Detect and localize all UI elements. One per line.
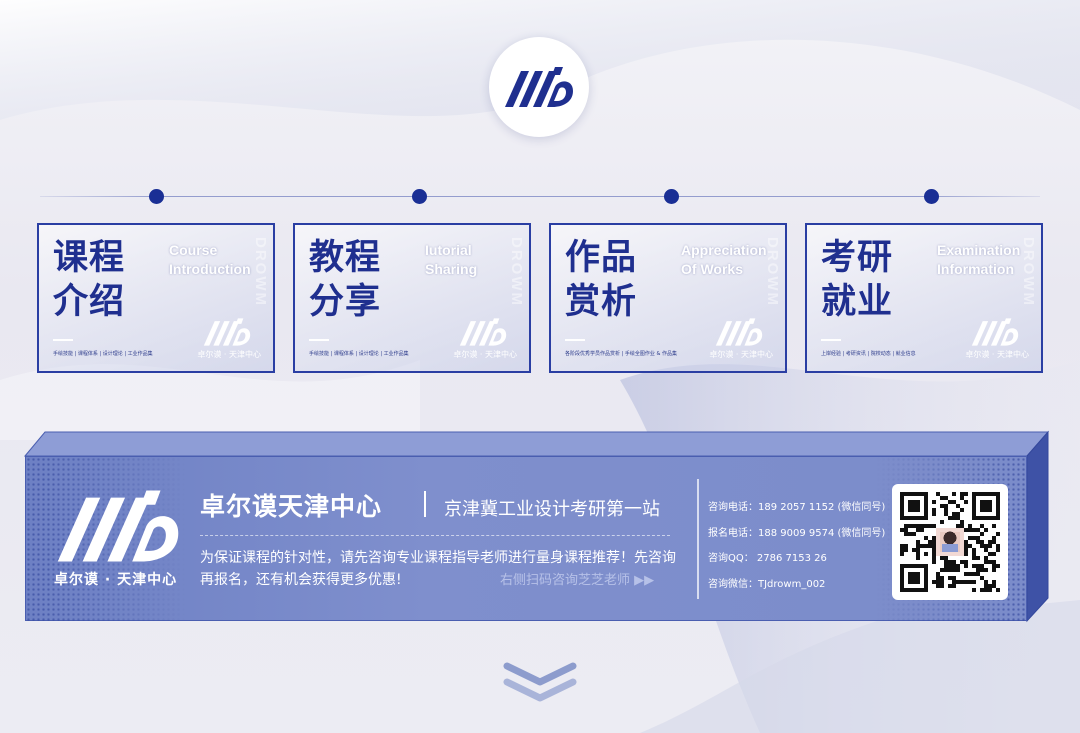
card-subtitle: 手绘技能 | 课程体系 | 设计理论 | 工业作品集 bbox=[309, 351, 409, 357]
banner-tagline: 京津冀工业设计考研第一站 bbox=[444, 499, 660, 520]
title-separator bbox=[424, 491, 426, 517]
card-divider bbox=[565, 339, 585, 341]
contact-phone: 咨询电话：189 2057 1152 (微信同号) bbox=[708, 502, 886, 513]
mb-logo-icon bbox=[203, 318, 251, 346]
timeline-dot bbox=[149, 189, 164, 204]
contact-banner: 卓尔谟 · 天津中心 卓尔谟天津中心 京津冀工业设计考研第一站 为保证课程的针对… bbox=[25, 456, 1027, 622]
contact-list: 咨询电话：189 2057 1152 (微信同号) 报名电话：188 9009 … bbox=[708, 495, 888, 597]
scan-qr-hint[interactable]: 右侧扫码咨询芝芝老师 ▶▶ bbox=[500, 573, 655, 588]
card-watermark: DROWM bbox=[252, 237, 269, 307]
card-title-zh: 作品赏析 bbox=[565, 238, 638, 322]
card-divider bbox=[821, 339, 841, 341]
qr-code-icon bbox=[900, 492, 1000, 592]
mb-brand-logo-icon bbox=[505, 67, 573, 107]
timeline-dot bbox=[412, 189, 427, 204]
card-caption: 卓尔谟 · 天津中心 bbox=[197, 350, 261, 359]
mb-logo-icon bbox=[459, 318, 507, 346]
card-title-zh: 教程分享 bbox=[309, 238, 382, 322]
double-chevron-down-icon[interactable] bbox=[503, 660, 577, 704]
wechat-qr-code[interactable] bbox=[892, 484, 1008, 600]
timeline-dot bbox=[664, 189, 679, 204]
card-caption: 卓尔谟 · 天津中心 bbox=[965, 350, 1029, 359]
card-title-zh: 课程介绍 bbox=[53, 238, 126, 322]
banner-title: 卓尔谟天津中心 bbox=[200, 492, 383, 521]
dashed-divider bbox=[200, 535, 670, 536]
mb-logo-icon bbox=[971, 318, 1019, 346]
card-subtitle: 手绘技能 | 课程体系 | 设计理论 | 工业作品集 bbox=[53, 351, 153, 357]
card-caption: 卓尔谟 · 天津中心 bbox=[453, 350, 517, 359]
mb-brand-logo-icon bbox=[57, 490, 179, 562]
brand-caption: 卓尔谟 · 天津中心 bbox=[54, 572, 178, 588]
card-title-zh: 考研就业 bbox=[821, 238, 894, 322]
contact-signup-phone: 报名电话：188 9009 9574 (微信同号) bbox=[708, 527, 886, 539]
card-subtitle: 各阶段优秀学员作品赏析 | 手绘全图作业 & 作品集 bbox=[565, 351, 677, 357]
contact-qq: 咨询QQ： 2786 7153 26 bbox=[708, 553, 827, 564]
card-watermark: DROWM bbox=[1020, 237, 1037, 307]
card-subtitle: 上岸经验 | 考研资讯 | 院校动态 | 就业信息 bbox=[821, 351, 916, 357]
brand-logo bbox=[489, 37, 589, 137]
mb-logo-icon bbox=[715, 318, 763, 346]
timeline-dot bbox=[924, 189, 939, 204]
timeline-line bbox=[40, 196, 1040, 197]
card-caption: 卓尔谟 · 天津中心 bbox=[709, 350, 773, 359]
card-watermark: DROWM bbox=[508, 237, 525, 307]
contact-wechat: 咨询微信：TJdrowm_002 bbox=[708, 578, 826, 590]
card-divider bbox=[309, 339, 329, 341]
vertical-divider bbox=[697, 479, 699, 599]
banner-description: 为保证课程的针对性，请先咨询专业课程指导老师进行量身课程推荐！先咨询再报名，还有… bbox=[200, 550, 676, 588]
card-watermark: DROWM bbox=[764, 237, 781, 307]
card-divider bbox=[53, 339, 73, 341]
